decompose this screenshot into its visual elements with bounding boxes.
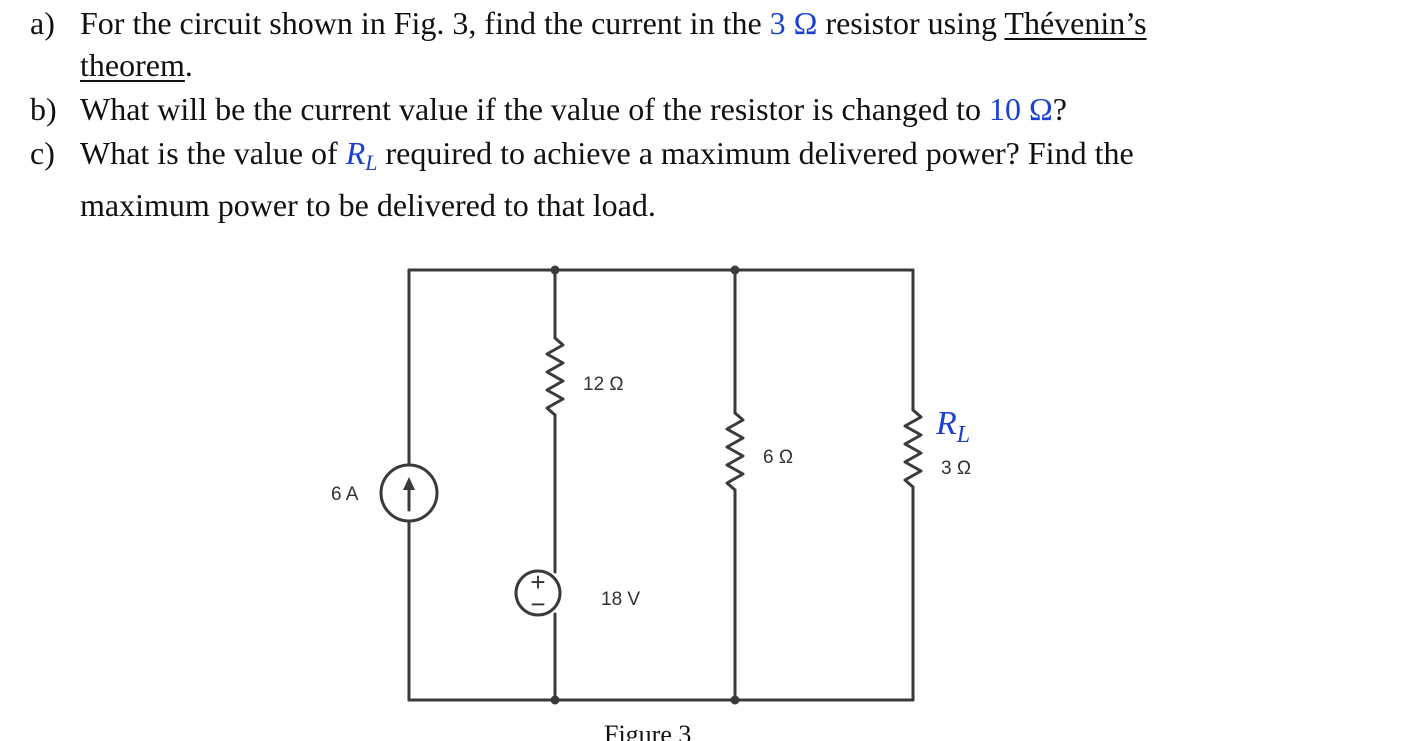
question-c-line2: maximum power to be delivered to that lo… bbox=[80, 187, 656, 223]
question-a-text-middle: resistor using bbox=[817, 5, 1005, 41]
resistor-value-highlight: 3 Ω bbox=[769, 5, 818, 41]
question-a-text: For the circuit shown in Fig. 3, find th… bbox=[80, 5, 770, 41]
question-b: b) What will be the current value if the… bbox=[30, 88, 1390, 130]
question-b-end: ? bbox=[1052, 91, 1067, 127]
rl-label: RL bbox=[935, 405, 970, 448]
question-c-text: What is the value of bbox=[80, 135, 346, 171]
junction-bottom-2 bbox=[730, 695, 740, 705]
junction-top-1 bbox=[550, 265, 560, 275]
rl-label-main: R bbox=[935, 405, 957, 442]
current-arrow-icon bbox=[403, 477, 415, 490]
question-a-label: a) bbox=[30, 5, 55, 41]
current-source-label: 6 A bbox=[331, 484, 359, 505]
rl-symbol: RL bbox=[345, 135, 378, 175]
plus-sign: + bbox=[530, 567, 545, 597]
resistor-12-label: 12 Ω bbox=[583, 374, 624, 395]
question-c-text-after: required to achieve a maximum delivered … bbox=[377, 135, 1134, 171]
question-c: c) What is the value of RL required to a… bbox=[30, 132, 1390, 226]
resistor-rl-zigzag bbox=[903, 408, 923, 489]
new-resistor-value-highlight: 10 Ω bbox=[989, 91, 1053, 127]
junction-top-2 bbox=[730, 265, 740, 275]
rl-main: R bbox=[345, 135, 366, 171]
thevenin-link: Thévenin’s bbox=[1004, 5, 1147, 41]
rl-value-label: 3 Ω bbox=[941, 458, 971, 479]
question-b-text: What will be the current value if the va… bbox=[80, 91, 990, 127]
question-b-label: b) bbox=[30, 91, 57, 127]
rl-label-sub: L bbox=[956, 422, 970, 448]
theorem-word: theorem bbox=[80, 47, 185, 83]
voltage-source-label: 18 V bbox=[601, 589, 640, 610]
junction-bottom-1 bbox=[550, 695, 560, 705]
question-a: a) For the circuit shown in Fig. 3, find… bbox=[30, 2, 1390, 86]
current-source-circle bbox=[379, 463, 439, 523]
question-a-period: . bbox=[184, 47, 193, 83]
resistor-6-label: 6 Ω bbox=[763, 447, 793, 468]
figure-caption: Figure 3 bbox=[604, 720, 691, 741]
rl-subscript: L bbox=[365, 150, 378, 175]
minus-sign: − bbox=[530, 589, 545, 619]
question-c-label: c) bbox=[30, 135, 55, 171]
resistor-12-zigzag bbox=[545, 336, 565, 417]
resistor-6-zigzag bbox=[725, 411, 745, 492]
voltage-source-circle bbox=[514, 569, 562, 617]
